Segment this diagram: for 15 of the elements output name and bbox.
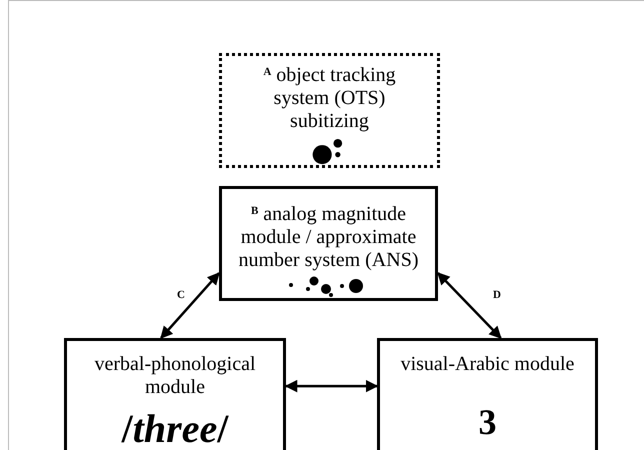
module-box [64, 338, 286, 450]
module-title: $^{A}$ object tracking system (OTS) subitizing [262, 64, 397, 133]
module-example: /three/ [122, 409, 228, 449]
module-box [377, 338, 598, 450]
module-title: visual-Arabic module [400, 353, 574, 376]
module-title: verbal-phonological module [93, 353, 257, 399]
module-box [219, 53, 440, 168]
module-example: 3 [478, 404, 496, 440]
double-arrow [160, 272, 220, 339]
module-title: $^{B}$ analog magnitude module / approximate number system (ANS) [238, 203, 420, 272]
module-box [219, 186, 438, 301]
double-arrow [437, 272, 502, 339]
edge-label: C [177, 289, 185, 301]
double-arrow [284, 380, 378, 392]
edge-label: D [493, 289, 501, 301]
